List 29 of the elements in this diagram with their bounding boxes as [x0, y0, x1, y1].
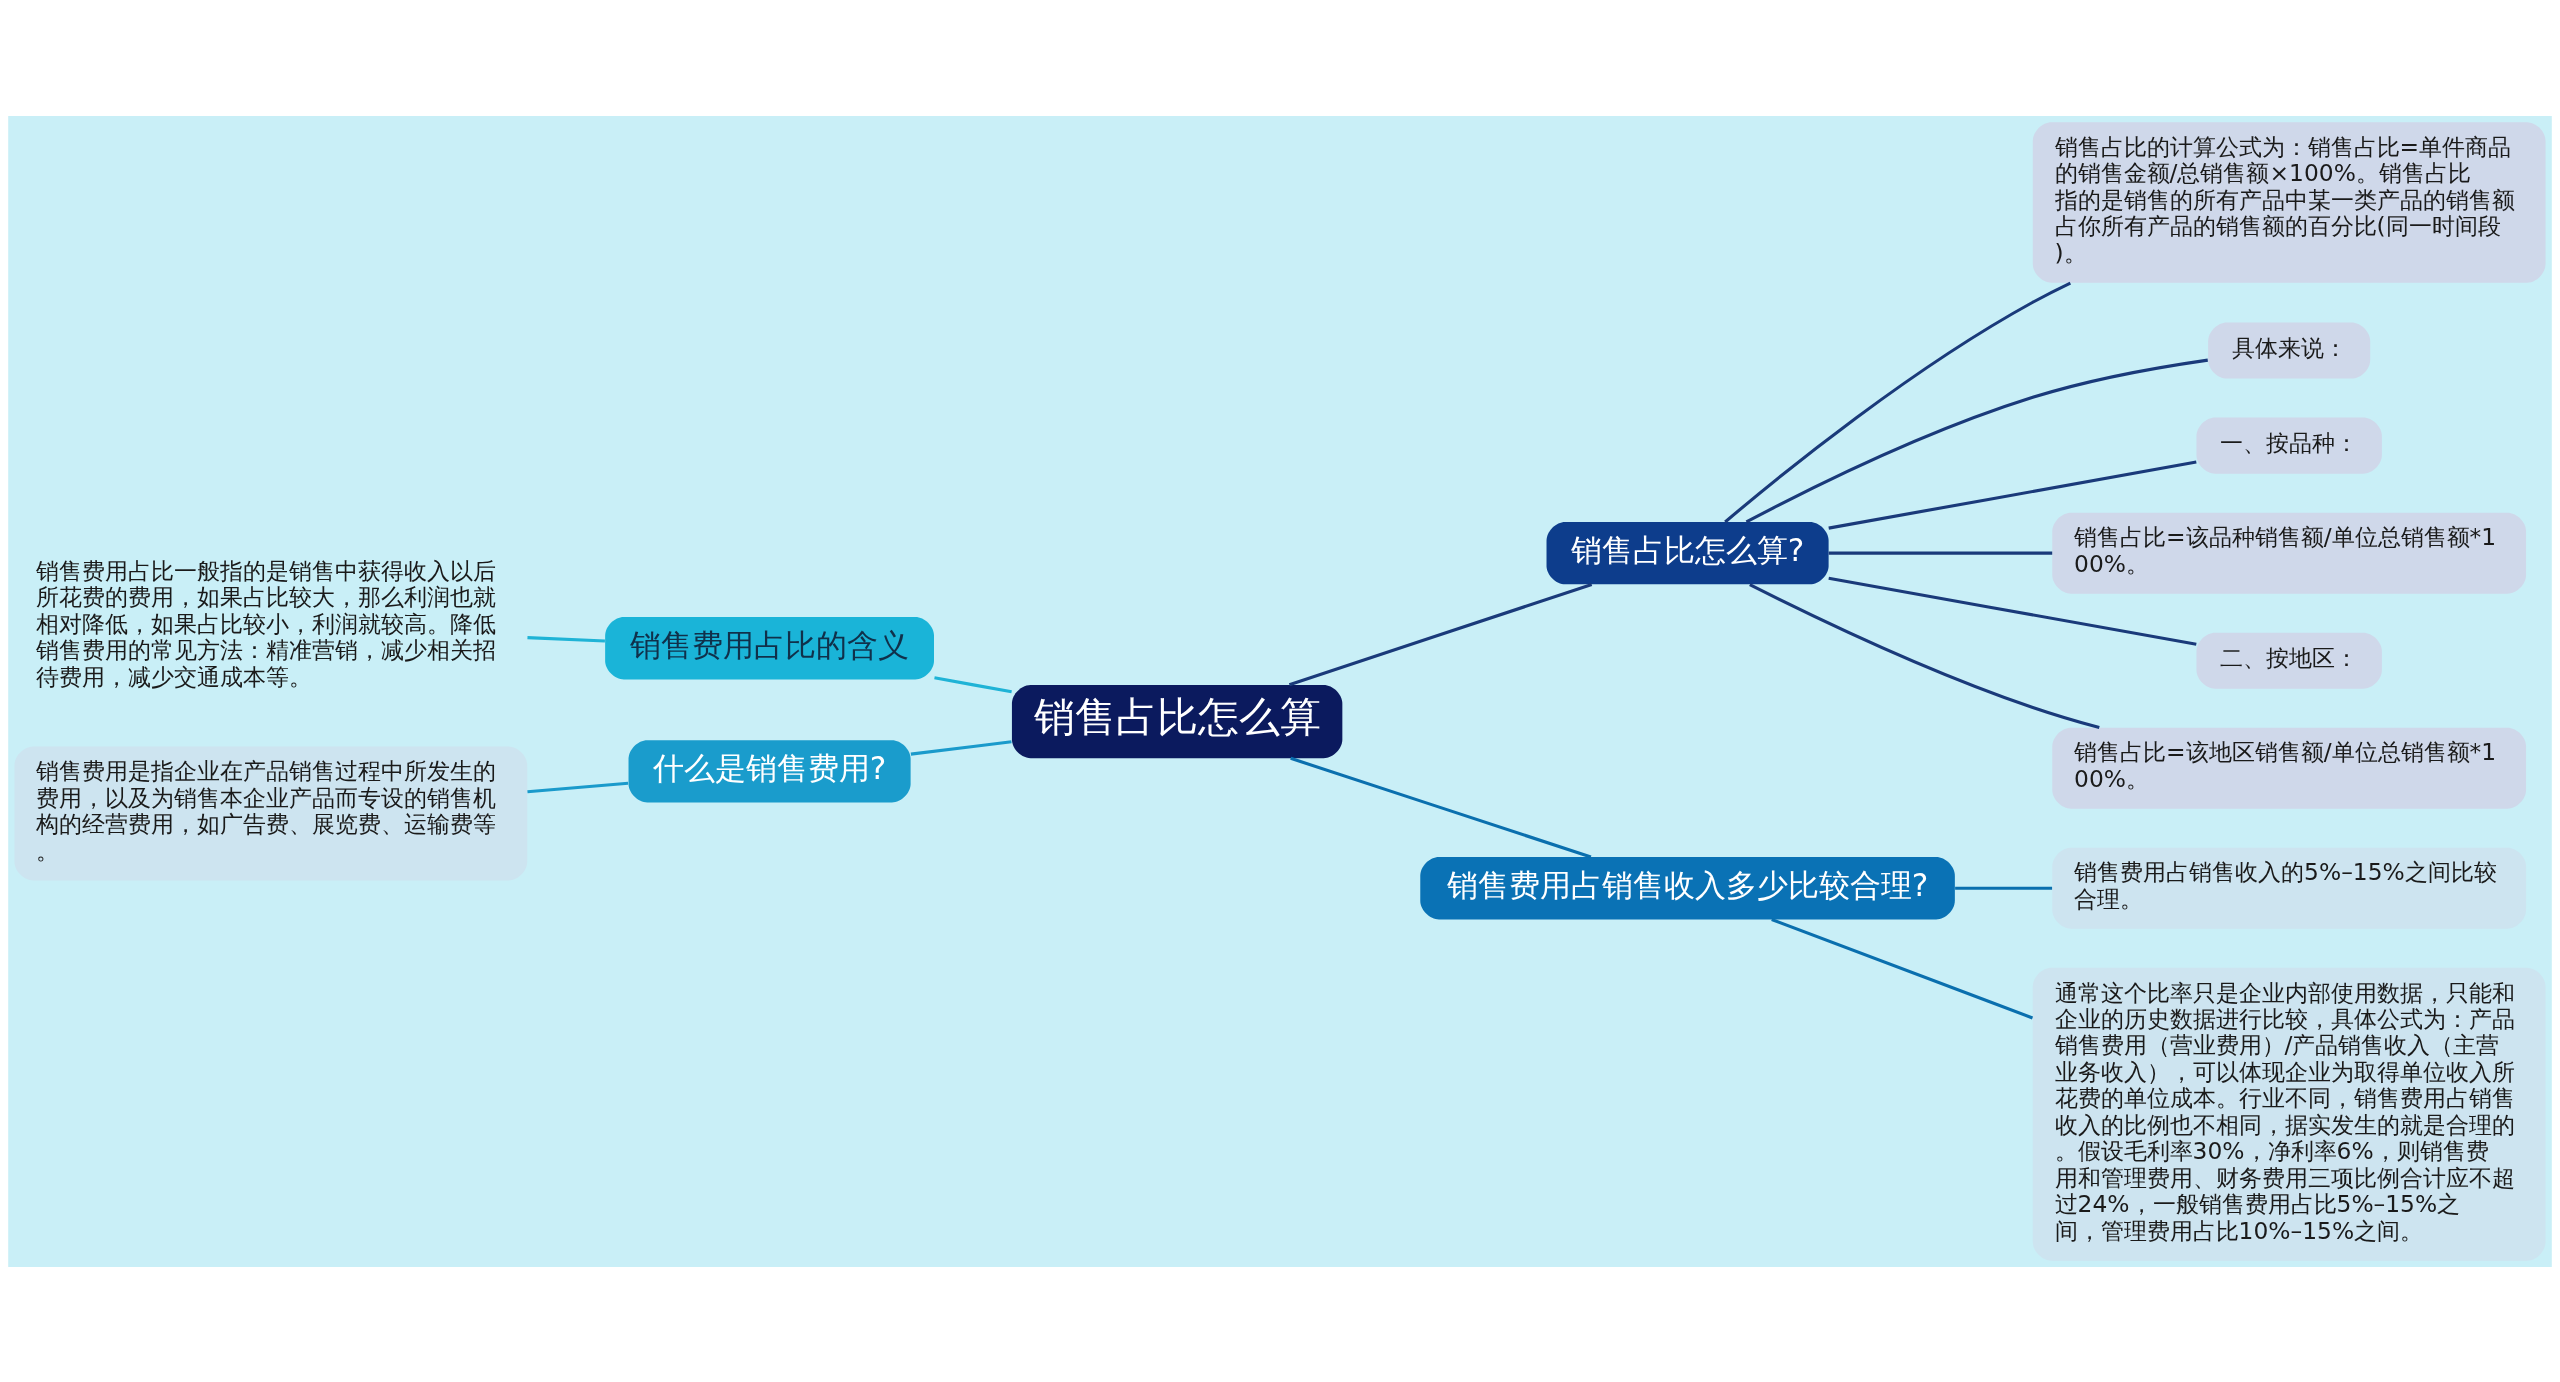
connector	[1828, 576, 2197, 646]
node-box: 一、按品种：	[2196, 417, 2382, 474]
node-box: 销售费用占销售收入的5%–15%之间比较合理。	[2052, 847, 2527, 929]
connector	[934, 675, 1012, 693]
node-box: 销售占比怎么算?	[1546, 521, 1829, 584]
node-box: 销售费用是指企业在产品销售过程中所发生的费用，以及为销售本企业产品而专设的销售机构的经营费用，如广告费、展览费、运输费等。	[14, 745, 528, 880]
node-box: 二、按地区：	[2196, 632, 2382, 689]
node-box: 销售占比的计算公式为：销售占比=单件商品的销售金额/总销售额×100%。销售占比指的是销售的所有产品中某一类产品的销售额占你所有产品的销售额的百分比(同一时间段)。	[2032, 121, 2546, 283]
node-box: 通常这个比率只是企业内部使用数据，只能和企业的历史数据进行比较，具体公式为：产品销售费用（营业费用）/产品销售收入（主营业务收入），可以体现企业为取得单位收入所花费的单位成本。行业不同，销售费用占销售收入的比例也不相同，据实发生的就是合理的。假设毛利率30%，净利率6%，则销售费用和管理费用、财务费用三项比例合计应不超过24%，一般销售费用占比5%–15%之间，管理费用占比10%–15%之间。	[2032, 967, 2546, 1261]
connector	[1290, 756, 1592, 858]
connector	[1749, 582, 2100, 729]
node-box: 销售占比=该地区销售额/单位总销售额*100%。	[2052, 727, 2527, 809]
connector	[1745, 358, 2208, 523]
connector	[1288, 582, 1593, 686]
node-text: 销售费用占比一般指的是销售中获得收入以后所花费的费用，如果占比较大，那么利润也就相对降低，如果占比较小，利润就较高。降低销售费用的常见方法：精准营销，减少相关招待费用，减少交通成本等。	[36, 556, 497, 691]
connector	[1724, 281, 2072, 523]
node-box: 销售费用占比的含义	[605, 616, 934, 679]
node-box: 销售费用占销售收入多少比较合理?	[1420, 856, 1955, 919]
connector	[1828, 551, 2053, 555]
node-box: 销售占比怎么算	[1011, 684, 1343, 758]
connector	[1828, 460, 2197, 530]
node-box: 销售占比=该品种销售额/单位总销售额*100%。	[2052, 512, 2527, 594]
connector	[527, 781, 629, 793]
node-box: 什么是销售费用?	[628, 739, 911, 803]
node-box: 具体来说：	[2208, 322, 2371, 379]
connector	[527, 635, 605, 643]
connector	[1955, 886, 2053, 890]
connector	[910, 739, 1012, 756]
connector	[1771, 917, 2034, 1019]
